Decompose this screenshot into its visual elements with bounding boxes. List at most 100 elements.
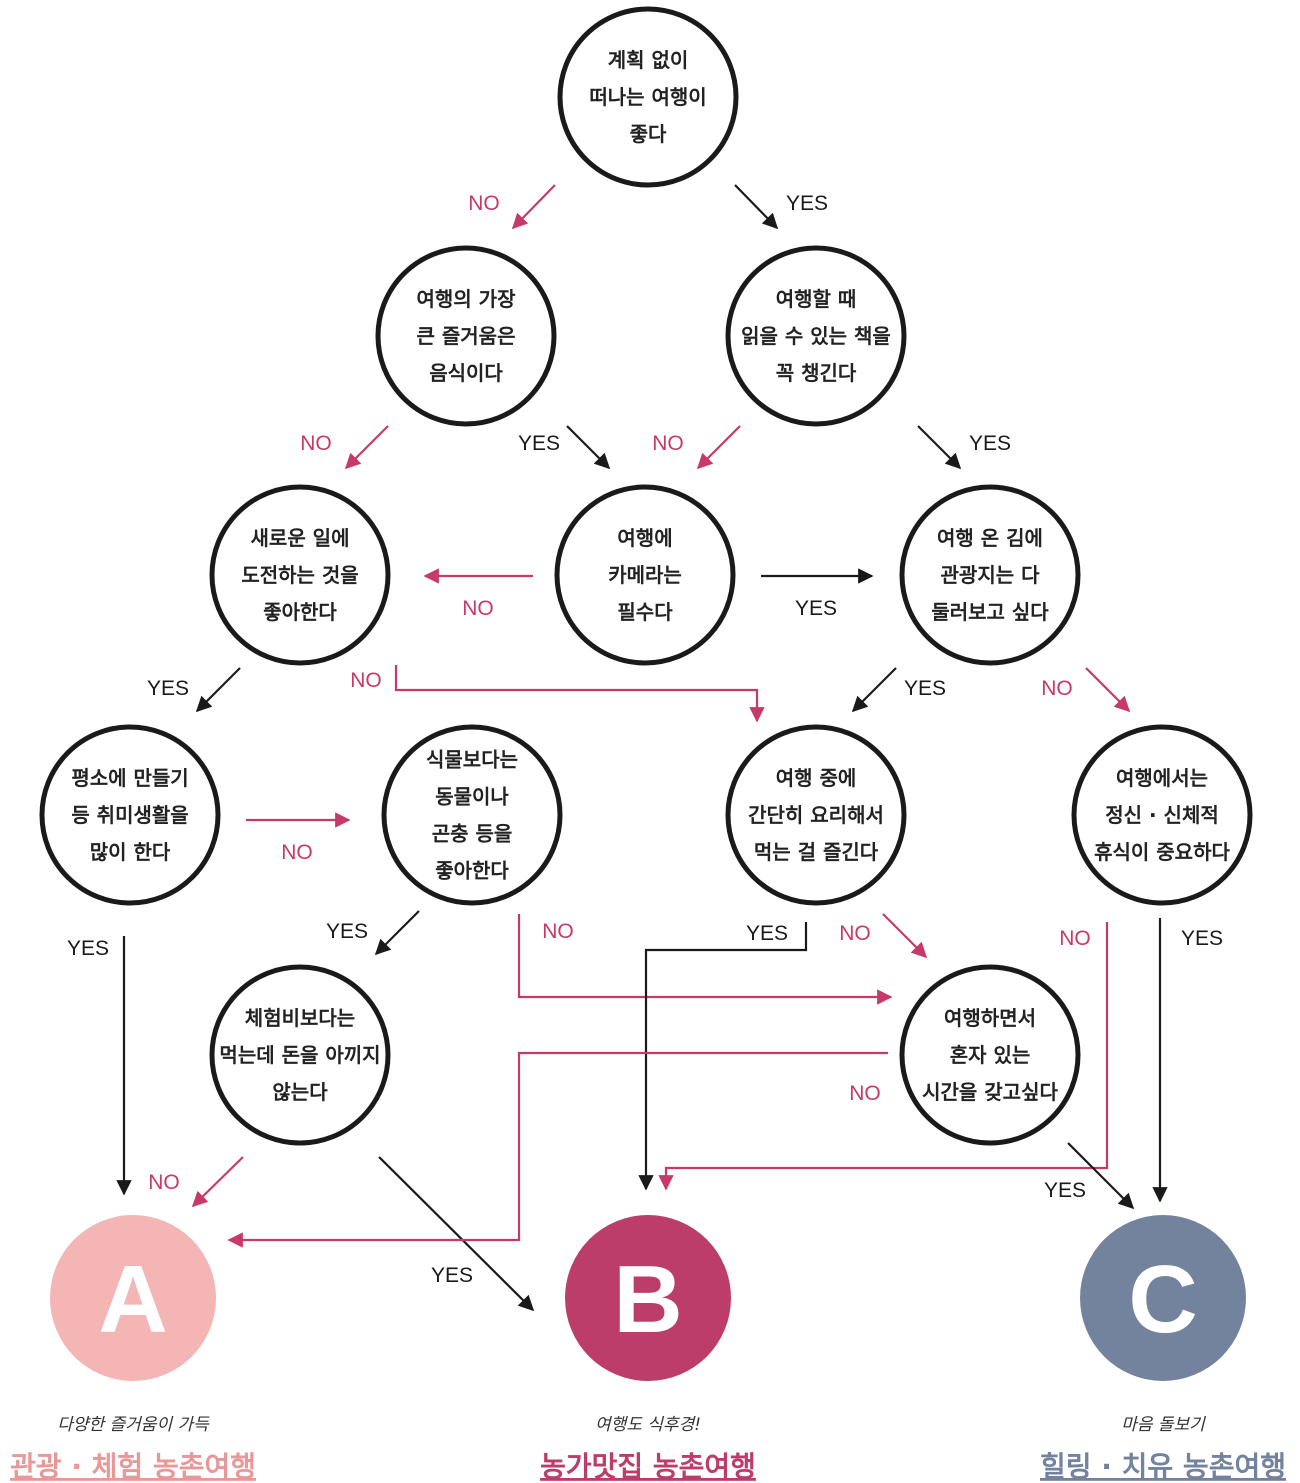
edge-q11-yes <box>378 1156 535 1312</box>
question-text-q1-line1: 계획 없이 <box>608 48 689 72</box>
question-circle-q4 <box>209 484 391 666</box>
question-text-q3-line2: 읽을 수 있는 책을 <box>741 324 891 348</box>
result-tagline-B: 여행도 식후경! <box>595 1415 701 1435</box>
edge-label-q5-yes: YES <box>795 597 837 620</box>
question-text-q10-line2: 정신 · 신체적 <box>1105 803 1219 827</box>
result-tagline-C: 마음 돌보기 <box>1121 1415 1206 1435</box>
question-text-q1-line2: 떠나는 여행이 <box>589 85 706 109</box>
question-text-q11-line2: 먹는데 돈을 아끼지 <box>219 1043 380 1067</box>
question-text-q7-line3: 많이 한다 <box>90 840 171 864</box>
question-text-q2-line3: 음식이다 <box>429 361 503 385</box>
question-text-q5-line2: 카메라는 <box>608 563 682 587</box>
edge-q12-no <box>227 1051 888 1248</box>
question-text-q3-line3: 꼭 챙긴다 <box>776 361 857 385</box>
question-circle-q12 <box>899 964 1081 1146</box>
question-text-q12-line3: 시간을 갖고싶다 <box>922 1080 1058 1104</box>
question-text-q9-line1: 여행 중에 <box>776 766 857 790</box>
edge-label-q4-no: NO <box>350 669 382 692</box>
result-circle-B <box>565 1215 731 1381</box>
question-text-q5-line1: 여행에 <box>617 526 672 550</box>
edge-label-q3-yes: YES <box>969 432 1011 455</box>
result-letter-C: C <box>1128 1246 1197 1353</box>
edge-label-q9-no: NO <box>839 922 871 945</box>
question-text-q12-line1: 여행하면서 <box>944 1006 1036 1030</box>
edge-label-q2-no: NO <box>300 432 332 455</box>
edge-q6-yes <box>851 667 897 713</box>
question-text-q8-line3: 곤충 등을 <box>432 822 513 846</box>
edge-q9-yes <box>638 922 808 1191</box>
edge-q2-yes <box>566 425 611 470</box>
edge-q9-no <box>882 913 928 959</box>
edge-label-q9-yes: YES <box>746 922 788 945</box>
edge-label-q3-no: NO <box>652 432 684 455</box>
edge-q2-no <box>344 425 389 470</box>
question-text-q9-line2: 간단히 요리해서 <box>748 803 884 827</box>
edge-q10-no <box>658 922 1109 1191</box>
edge-label-q11-no: NO <box>148 1171 180 1194</box>
question-node-q3: 여행할 때읽을 수 있는 책을꼭 챙긴다 <box>725 245 907 427</box>
question-circle-q2 <box>375 245 557 427</box>
question-text-q12-line2: 혼자 있는 <box>950 1043 1031 1067</box>
edge-label-q1-no: NO <box>468 192 500 215</box>
question-text-q4-line1: 새로운 일에 <box>251 526 350 550</box>
question-text-q7-line2: 등 취미생활을 <box>71 803 188 827</box>
result-circle-C <box>1080 1215 1246 1381</box>
edge-label-q6-yes: YES <box>904 677 946 700</box>
question-circle-q10 <box>1071 724 1253 906</box>
result-title-A: 관광 · 체험 농촌여행 <box>10 1450 256 1483</box>
question-text-q6-line3: 둘러보고 싶다 <box>931 600 1049 624</box>
question-text-q7-line1: 평소에 만들기 <box>71 766 188 790</box>
question-text-q8-line4: 좋아한다 <box>435 859 509 883</box>
edge-label-q10-yes: YES <box>1181 927 1223 950</box>
edge-label-q12-yes: YES <box>1044 1179 1086 1202</box>
question-text-q9-line3: 먹는 걸 즐긴다 <box>754 840 879 864</box>
edge-q4-no <box>394 665 765 723</box>
edge-q8-no <box>517 914 893 1005</box>
edge-label-q1-yes: YES <box>786 192 828 215</box>
edge-label-q5-no: NO <box>462 597 494 620</box>
edge-label-q8-no: NO <box>542 920 574 943</box>
edge-label-q11-yes: YES <box>431 1264 473 1287</box>
edge-label-q4-yes: YES <box>147 677 189 700</box>
question-circle-q9 <box>725 724 907 906</box>
question-text-q5-line3: 필수다 <box>617 600 673 624</box>
question-text-q6-line2: 관광지는 다 <box>941 563 1041 587</box>
question-circle-q5 <box>554 484 736 666</box>
edge-q8-yes <box>374 910 420 956</box>
question-text-q4-line2: 도전하는 것을 <box>241 563 358 587</box>
question-text-q11-line3: 않는다 <box>272 1080 328 1104</box>
question-text-q4-line3: 좋아한다 <box>263 600 337 624</box>
question-text-q2-line1: 여행의 가장 <box>417 287 517 311</box>
question-circle-q11 <box>209 964 391 1146</box>
result-letter-B: B <box>613 1246 682 1353</box>
question-text-q3-line1: 여행할 때 <box>776 287 857 311</box>
edge-label-q7-no: NO <box>281 841 313 864</box>
question-text-q8-line1: 식물보다는 <box>426 748 518 772</box>
question-text-q6-line1: 여행 온 김에 <box>937 526 1043 550</box>
question-text-q1-line3: 좋다 <box>630 122 667 146</box>
edge-label-q2-yes: YES <box>518 432 560 455</box>
question-text-q10-line1: 여행에서는 <box>1116 766 1208 790</box>
edge-q1-no <box>511 184 556 230</box>
question-text-q11-line1: 체험비보다는 <box>245 1006 355 1030</box>
question-circle-q1 <box>557 6 739 188</box>
edges-layer: NO YES NO YES NO YES NO YES YES NO YES NO NO YES YES NO… <box>67 184 1223 1312</box>
edge-q4-yes <box>195 667 241 713</box>
edge-label-q8-yes: YES <box>326 920 368 943</box>
question-circle-q3 <box>725 245 907 427</box>
edge-q12-yes <box>1067 1142 1135 1210</box>
edge-q1-yes <box>734 184 779 230</box>
edge-label-q6-no: NO <box>1041 677 1073 700</box>
result-letter-A: A <box>98 1246 167 1353</box>
